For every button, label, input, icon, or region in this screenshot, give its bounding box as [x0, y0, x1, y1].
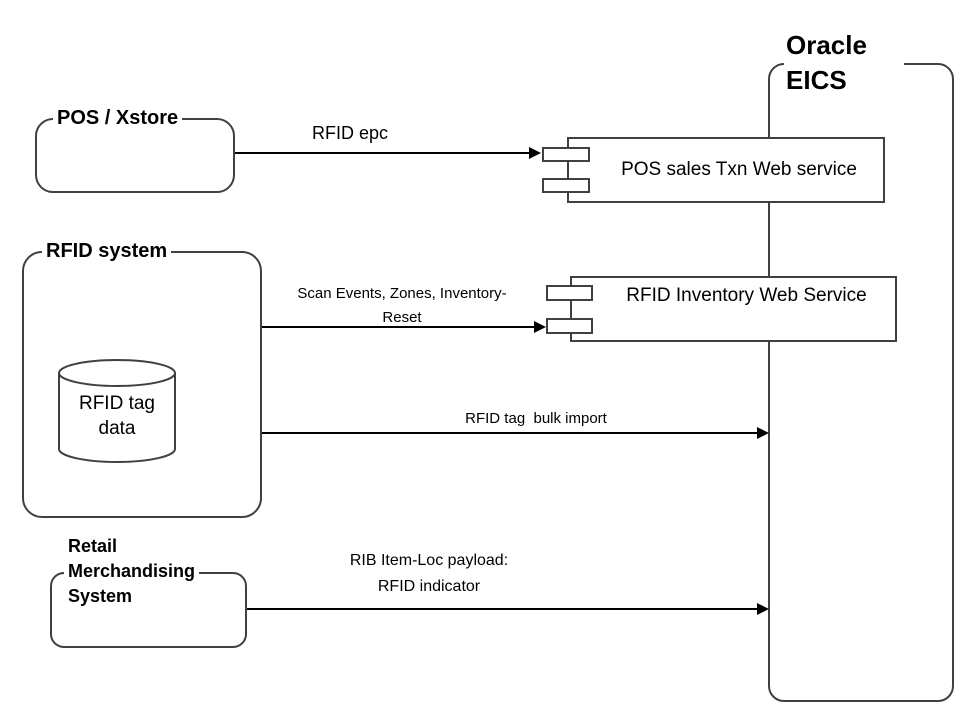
oracle-eics-title: Oracle EICS — [784, 28, 904, 98]
arrow-rib-item-loc — [247, 608, 757, 610]
component-pos-sales-txn-web-service: POS sales Txn Web service — [567, 137, 885, 203]
component-rfid-inventory-web-service: RFID Inventory Web Service — [570, 276, 897, 342]
arrow-rfid-epc — [235, 152, 529, 154]
retail-merchandising-system-label: Retail Merchandising System — [64, 534, 200, 609]
arrow-rib-item-loc-label: RIB Item-Loc payload: RFID indicator — [349, 552, 509, 595]
arrow-scan-events — [262, 326, 534, 328]
component-tab-icon — [546, 318, 593, 334]
arrow-bulk-import — [262, 432, 757, 434]
arrow-rfid-epc-label: RFID epc — [311, 123, 389, 143]
component-tab-icon — [542, 178, 590, 193]
arrowhead — [529, 147, 541, 159]
arrowhead — [757, 603, 769, 615]
rfid-tag-data-label: RFID tag data — [78, 393, 156, 439]
arrow-scan-events-label: Scan Events, Zones, Inventory- Reset — [297, 285, 507, 326]
arrow-bulk-import-label: RFID tag bulk import — [465, 410, 607, 427]
arrowhead — [757, 427, 769, 439]
arrowhead — [534, 321, 546, 333]
rfid-tag-data-cylinder — [58, 359, 176, 463]
component-tab-icon — [546, 285, 593, 301]
component-tab-icon — [542, 147, 590, 162]
pos-xstore-node — [35, 118, 235, 193]
rfid-system-label: RFID system — [42, 240, 172, 262]
pos-xstore-label: POS / Xstore — [53, 107, 183, 129]
